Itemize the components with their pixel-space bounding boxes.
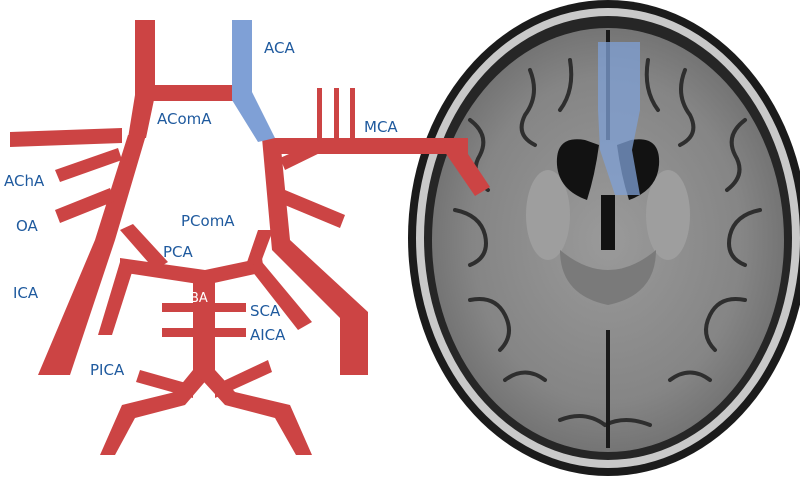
label-sca: SCA (250, 302, 281, 320)
pca-left-branch (98, 262, 134, 335)
label-aca: ACA (264, 39, 295, 57)
pcoma-side-branch (280, 190, 345, 228)
basilar-artery (193, 278, 215, 373)
mca-branch (440, 145, 490, 196)
label-oa: OA (16, 217, 39, 235)
pca-vessel (120, 258, 264, 285)
mca-perforator-1 (317, 88, 322, 143)
aca-highlighted-vessel (232, 20, 275, 142)
scan-thalamus (560, 250, 656, 305)
label-aica: AICA (250, 326, 286, 344)
pcoma-left-connector (120, 224, 168, 270)
vessel-labels: ACA AComA MCA AChA OA PComA PCA ICA SCA … (4, 39, 398, 379)
label-acoma: AComA (157, 110, 212, 128)
oa-vessel (55, 188, 115, 223)
label-ba: BA (190, 291, 208, 306)
scan-third-ventricle (601, 195, 615, 250)
pcoma-right-connector (245, 230, 273, 270)
mca-perforator-2 (334, 88, 339, 143)
scan-basal-left (526, 170, 570, 260)
pca-right-branch (248, 262, 312, 330)
label-pica: PICA (90, 361, 125, 379)
vertebral-left (100, 370, 215, 455)
label-mca: MCA (364, 118, 398, 136)
aca-left-stem (128, 20, 155, 138)
artery-diagram (10, 20, 490, 455)
brain-mri-scan (408, 0, 800, 476)
scan-basal-right (646, 170, 690, 260)
label-pcoma: PComA (181, 212, 235, 230)
aca-territory-overlay (598, 42, 640, 195)
label-ica: ICA (13, 284, 39, 302)
acha-vessel (55, 148, 122, 182)
left-upper-branch (10, 128, 122, 147)
right-upper-branch (280, 138, 330, 170)
sca-vessel (162, 303, 246, 312)
acoma-vessel (140, 85, 250, 101)
mca-perforator-3 (350, 88, 355, 143)
scan-ventricle-left (556, 139, 599, 200)
scan-sulci (453, 58, 762, 427)
aica-vessel (162, 328, 246, 337)
ica-right-trunk (262, 138, 368, 375)
label-pca: PCA (163, 243, 194, 261)
ica-left-trunk (38, 135, 146, 375)
vertebral-right (193, 370, 312, 455)
label-acha: AChA (4, 172, 45, 190)
